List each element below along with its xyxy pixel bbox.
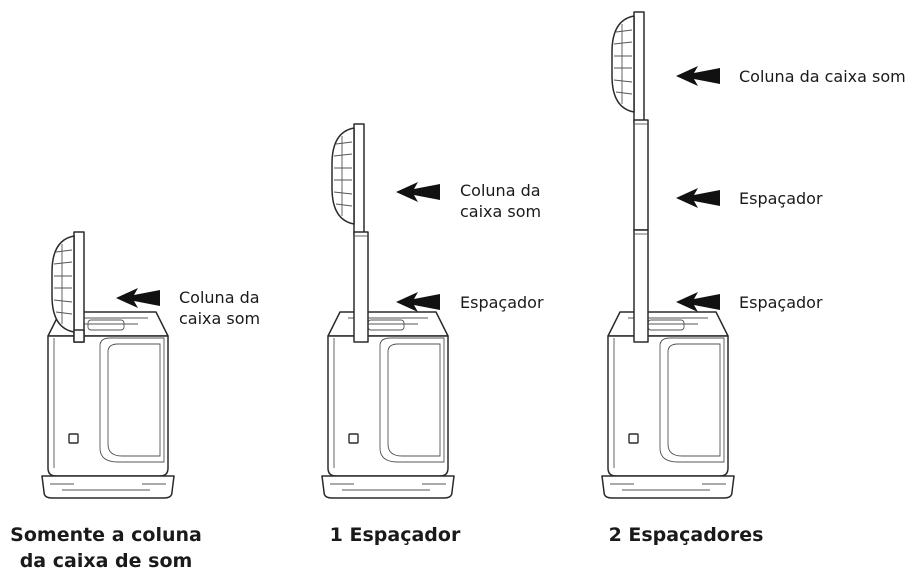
caption-two-spacers: 2 Espaçadores [596, 522, 776, 548]
config-two-spacers-illustration [601, 11, 735, 499]
callout-line: Coluna da [179, 288, 260, 307]
caption-line: 2 Espaçadores [608, 524, 764, 546]
callout-line: Espaçador [739, 189, 823, 208]
config-column-only-illustration [41, 231, 175, 499]
callout-line: caixa som [460, 202, 542, 221]
callout-column-label: Coluna da caixa som [460, 180, 541, 222]
callout-spacer-label: Espaçador [739, 188, 823, 209]
caption-line: Somente a coluna [10, 524, 202, 546]
arrow-icon [116, 288, 160, 308]
arrow-icon [676, 188, 720, 208]
arrow-icon [676, 66, 720, 86]
callout-column-label: Coluna da caixa som [739, 66, 906, 87]
callout-spacer-label: Espaçador [739, 292, 823, 313]
callout-line: Coluna da [460, 181, 541, 200]
caption-one-spacer: 1 Espaçador [320, 522, 470, 548]
caption-column-only: Somente a coluna da caixa de som [0, 522, 212, 574]
callout-line: Espaçador [460, 293, 544, 312]
arrow-icon [676, 292, 720, 312]
callout-line: Coluna da caixa som [739, 67, 906, 86]
callout-line: Espaçador [739, 293, 823, 312]
caption-line: da caixa de som [19, 550, 193, 572]
callout-line: caixa som [179, 309, 261, 328]
caption-line: 1 Espaçador [329, 524, 461, 546]
arrow-icon [396, 292, 440, 312]
callout-column-label: Coluna da caixa som [179, 287, 260, 329]
callout-spacer-label: Espaçador [460, 292, 544, 313]
config-one-spacer-illustration [321, 123, 455, 499]
arrow-icon [396, 182, 440, 202]
